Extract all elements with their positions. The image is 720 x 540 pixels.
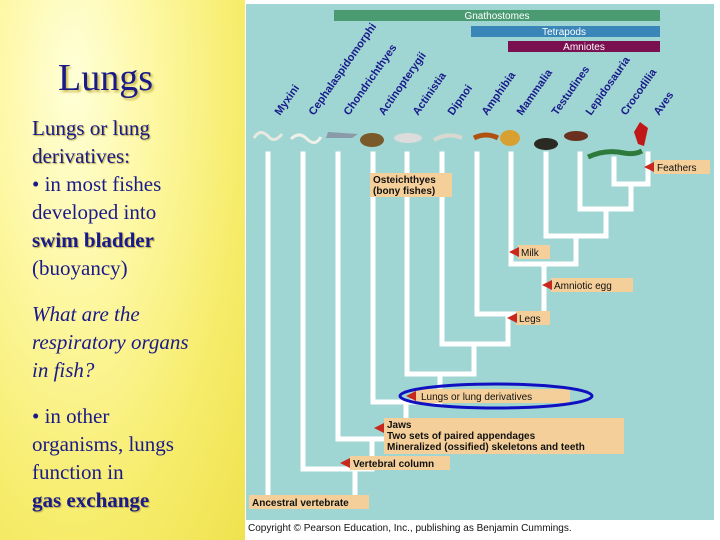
description-line: derivatives: xyxy=(32,144,130,168)
slide-title: Lungs xyxy=(58,57,153,99)
other-organisms-text: • in other organisms, lungs function in … xyxy=(32,402,174,514)
taxon-label: Myxini xyxy=(273,83,302,118)
bird-icon xyxy=(634,122,648,146)
coelacanth-icon xyxy=(394,133,422,143)
taxon-label: Aves xyxy=(652,90,677,118)
amniotic-egg-arrow-icon xyxy=(542,280,552,290)
taxon-label: Cephalaspidomorphi xyxy=(307,21,380,118)
copyright-text: Copyright © Pearson Education, Inc., pub… xyxy=(248,523,572,534)
taxon-label: Dipnoi xyxy=(446,83,475,118)
skeleton-label: Mineralized (ossified) skeletons and tee… xyxy=(387,442,585,453)
legs-box xyxy=(516,311,550,325)
amniotes-label: Amniotes xyxy=(563,42,605,53)
trait-labels: Feathers Osteichthyes (bony fishes) Milk… xyxy=(249,160,710,509)
description-line: Lungs or lung xyxy=(32,116,150,140)
ancestral-vertebrate-box xyxy=(249,495,369,509)
vertebral-column-label: Vertebral column xyxy=(353,459,434,470)
osteichthyes-label: Osteichthyes xyxy=(373,175,436,186)
legs-label: Legs xyxy=(519,314,541,325)
question-line: What are the xyxy=(32,302,140,326)
question-text: What are the respiratory organs in fish? xyxy=(32,300,189,384)
appendages-label: Two sets of paired appendages xyxy=(387,431,536,442)
description-line: • in most fishes xyxy=(32,172,162,196)
tetrapods-bar xyxy=(471,26,660,37)
lungs-box xyxy=(414,389,570,403)
mammal-icon xyxy=(500,130,520,146)
lungfish-icon xyxy=(433,133,463,142)
feathers-box xyxy=(654,160,710,174)
crocodile-icon xyxy=(586,148,644,160)
lungs-description: Lungs or lung derivatives: • in most fis… xyxy=(32,114,161,282)
amniotic-egg-label: Amniotic egg xyxy=(554,281,612,292)
lungs-label: Lungs or lung derivatives xyxy=(421,392,532,403)
description-line: developed into xyxy=(32,200,157,224)
animal-icons xyxy=(252,122,648,160)
salamander-icon xyxy=(472,132,500,141)
hagfish-icon xyxy=(252,131,284,141)
legs-arrow-icon xyxy=(507,313,517,323)
gnathostomes-label: Gnathostomes xyxy=(464,11,529,22)
tetrapods-label: Tetrapods xyxy=(542,27,586,38)
milk-box xyxy=(518,245,550,259)
milk-arrow-icon xyxy=(509,247,519,257)
vertebral-column-box xyxy=(350,456,450,470)
branch-chondrichthyes xyxy=(335,151,353,442)
lamprey-icon xyxy=(289,133,323,144)
lizard-icon xyxy=(564,131,588,141)
milk-label: Milk xyxy=(521,248,540,259)
question-line: in fish? xyxy=(32,358,95,382)
amniotic-egg-box xyxy=(551,278,633,292)
description-line: (buoyancy) xyxy=(32,256,128,280)
jaws-arrow-icon xyxy=(374,423,384,433)
branch-cephalaspidomorphi xyxy=(300,151,319,472)
other-line: function in xyxy=(32,460,124,484)
amniotes-bar xyxy=(508,41,660,52)
feathers-arrow-icon xyxy=(644,162,654,172)
other-line-bold: gas exchange xyxy=(32,488,150,512)
jaws-box xyxy=(384,418,624,454)
other-line: • in other xyxy=(32,404,110,428)
description-line-bold: swim bladder xyxy=(32,228,154,252)
branch-myxini xyxy=(265,151,289,502)
taxon-label: Amphibia xyxy=(480,69,519,118)
question-line: respiratory organs xyxy=(32,330,189,354)
other-line: organisms, lungs xyxy=(32,432,174,456)
turtle-icon xyxy=(534,138,558,150)
lungs-highlight xyxy=(398,382,594,410)
ancestral-vertebrate-label: Ancestral vertebrate xyxy=(252,498,349,509)
lungs-arrow-icon xyxy=(406,391,416,401)
feathers-label: Feathers xyxy=(657,163,696,174)
left-text-panel xyxy=(0,0,245,540)
jaws-label: Jaws xyxy=(387,420,412,431)
gnathostomes-bar xyxy=(334,10,660,21)
bony-fish-icon xyxy=(360,133,384,147)
shark-icon xyxy=(326,132,358,138)
osteichthyes-box xyxy=(370,173,452,197)
osteichthyes-sublabel: (bony fishes) xyxy=(373,186,435,197)
taxon-label: Actinistia xyxy=(411,70,450,118)
vertebral-column-arrow-icon xyxy=(340,458,350,468)
